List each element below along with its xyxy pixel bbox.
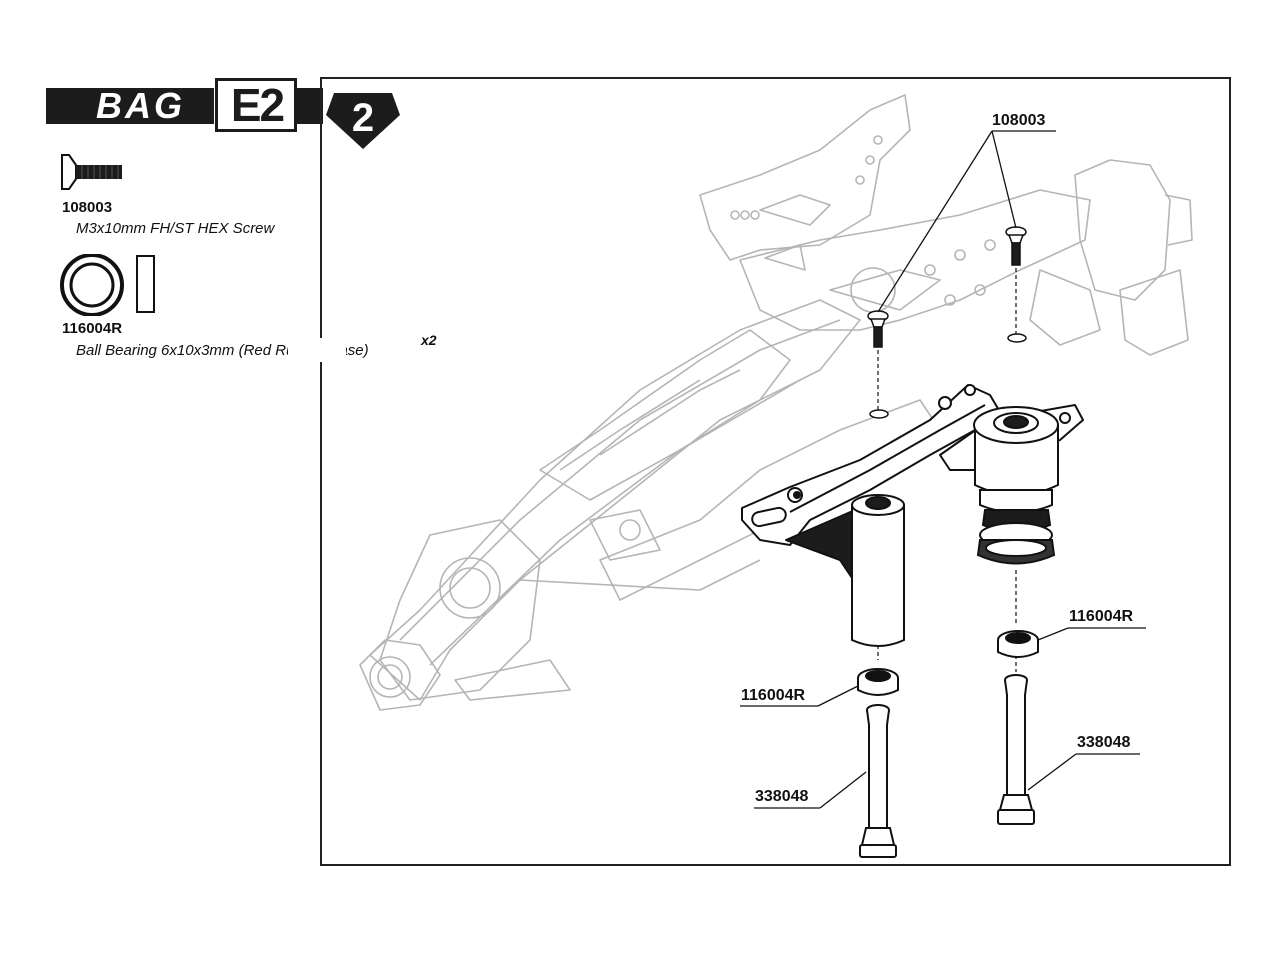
ball-bearing-icon: [60, 254, 155, 316]
bag-code-box: [215, 78, 297, 132]
chassis-ghost-outline: [359, 94, 1193, 711]
frame-left-edge-segment: [320, 77, 322, 188]
step-number: 2: [351, 96, 375, 140]
screw-holes: [869, 333, 1027, 419]
screw-108003-right: [1005, 226, 1027, 266]
steering-post-tube: [851, 494, 905, 647]
part-code-screw: 108003: [62, 199, 113, 216]
callout-post-right: 338048: [1077, 734, 1131, 751]
callout-post-left: 338048: [755, 788, 809, 805]
bag-label: BAG: [96, 85, 185, 126]
bag-code: E2: [230, 79, 285, 131]
screw-108003-left: [867, 310, 889, 348]
frame-overlap-mask: [288, 338, 346, 362]
frame-left-edge-segment-lower: [320, 380, 322, 866]
step-badge-icon: [326, 93, 400, 149]
bearing-116004r-right: [997, 630, 1039, 658]
callout-leaders: [740, 130, 1146, 809]
bearing-116004r-left: [857, 668, 899, 696]
part-desc-screw: M3x10mm FH/ST HEX Screw: [76, 220, 275, 237]
bag-header-bar: [46, 88, 214, 124]
part-desc-clip-screw: M3x10mm FH/ST HEX Screw: [76, 220, 298, 237]
post-338048-left: [859, 704, 897, 858]
callout-bearing-right: 116004R: [1069, 608, 1134, 625]
bellcrank-stack: [973, 406, 1059, 565]
callout-bearing-left: 116004R: [741, 687, 806, 704]
part-quantity: x2: [421, 332, 437, 348]
callout-screw-108003: 108003: [992, 112, 1046, 129]
flat-head-screw-icon: [61, 154, 122, 190]
bag-header-bar-end: [297, 88, 323, 124]
post-338048-right: [997, 674, 1035, 825]
part-code-bearing: 116004R: [62, 320, 123, 337]
